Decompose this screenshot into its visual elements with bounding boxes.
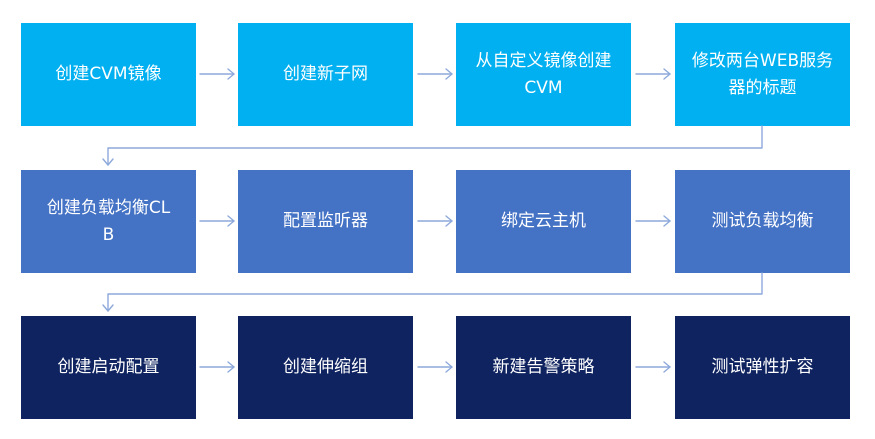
- step-label: 测试弹性扩容: [711, 357, 814, 377]
- step-label: 绑定云主机: [501, 211, 586, 231]
- step-test-load-balancing: 测试负载均衡: [675, 170, 850, 273]
- step-bind-host: 绑定云主机: [456, 170, 631, 273]
- step-create-clb: 创建负载均衡CLB: [21, 170, 196, 273]
- step-create-alarm-policy: 新建告警策略: [456, 316, 631, 419]
- arrow-right-icon: [635, 215, 671, 227]
- step-create-cvm-from-image: 从自定义镜像创建CVM: [456, 23, 631, 126]
- elbow-connector-icon: [102, 272, 763, 312]
- step-test-auto-scaling: 测试弹性扩容: [675, 316, 850, 419]
- step-create-cvm-image: 创建CVM镜像: [21, 23, 196, 126]
- step-label: 创建CVM镜像: [55, 64, 162, 84]
- arrow-right-icon: [199, 215, 235, 227]
- arrow-right-icon: [417, 68, 453, 80]
- step-label: 新建告警策略: [492, 357, 595, 377]
- step-label: 配置监听器: [283, 211, 368, 231]
- arrow-right-icon: [635, 361, 671, 373]
- step-label: 创建新子网: [283, 64, 368, 84]
- elbow-connector-icon: [102, 125, 763, 166]
- step-modify-web-titles: 修改两台WEB服务器的标题: [675, 23, 850, 126]
- step-label: 测试负载均衡: [711, 211, 814, 231]
- step-create-subnet: 创建新子网: [238, 23, 413, 126]
- arrow-right-icon: [199, 68, 235, 80]
- step-label: 创建启动配置: [57, 357, 160, 377]
- arrow-right-icon: [417, 215, 453, 227]
- step-label: 创建伸缩组: [283, 357, 368, 377]
- arrow-right-icon: [635, 68, 671, 80]
- step-configure-listener: 配置监听器: [238, 170, 413, 273]
- step-create-launch-config: 创建启动配置: [21, 316, 196, 419]
- step-label: 从自定义镜像创建CVM: [475, 50, 612, 98]
- step-label: 创建负载均衡CLB: [46, 197, 171, 245]
- arrow-right-icon: [199, 361, 235, 373]
- step-create-scaling-group: 创建伸缩组: [238, 316, 413, 419]
- arrow-right-icon: [417, 361, 453, 373]
- step-label: 修改两台WEB服务器的标题: [691, 50, 834, 98]
